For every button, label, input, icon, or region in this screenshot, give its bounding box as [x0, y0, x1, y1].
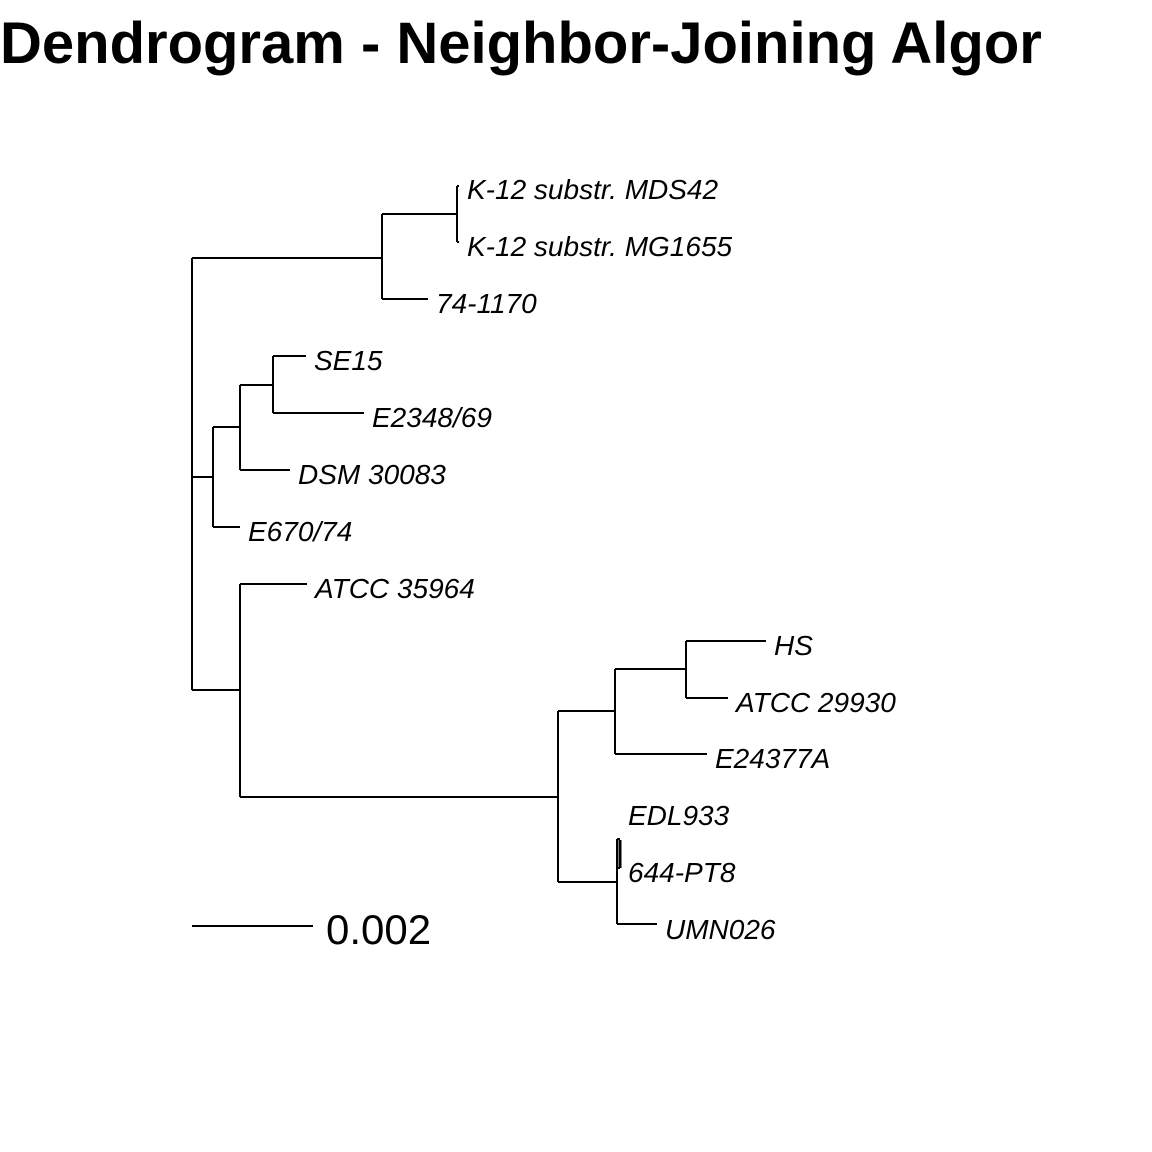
scale-bar: 0.002	[192, 906, 431, 953]
tip-label-k12-mds42: K-12 substr. MDS42	[467, 174, 718, 205]
tip-label-atcc-35964: ATCC 35964	[313, 573, 475, 604]
tree-branches	[191, 185, 766, 925]
tip-label-644-pt8: 644-PT8	[628, 857, 736, 888]
tip-label-e2348-69: E2348/69	[372, 402, 492, 433]
tip-label-se15: SE15	[314, 345, 383, 376]
tip-label-umn026: UMN026	[665, 914, 776, 945]
tip-labels: K-12 substr. MDS42 K-12 substr. MG1655 7…	[248, 174, 896, 945]
scale-bar-label: 0.002	[326, 906, 431, 953]
tip-label-hs: HS	[774, 630, 813, 661]
tip-label-e24377a: E24377A	[715, 743, 830, 774]
tip-label-atcc-29930: ATCC 29930	[734, 687, 896, 718]
tip-label-e670-74: E670/74	[248, 516, 352, 547]
tip-label-74-1170: 74-1170	[436, 288, 537, 319]
tip-label-k12-mg1655: K-12 substr. MG1655	[467, 231, 733, 262]
chart-title: Dendrogram - Neighbor-Joining Algor	[0, 11, 1042, 76]
tip-label-edl933: EDL933	[628, 800, 730, 831]
tip-label-dsm-30083: DSM 30083	[298, 459, 446, 490]
